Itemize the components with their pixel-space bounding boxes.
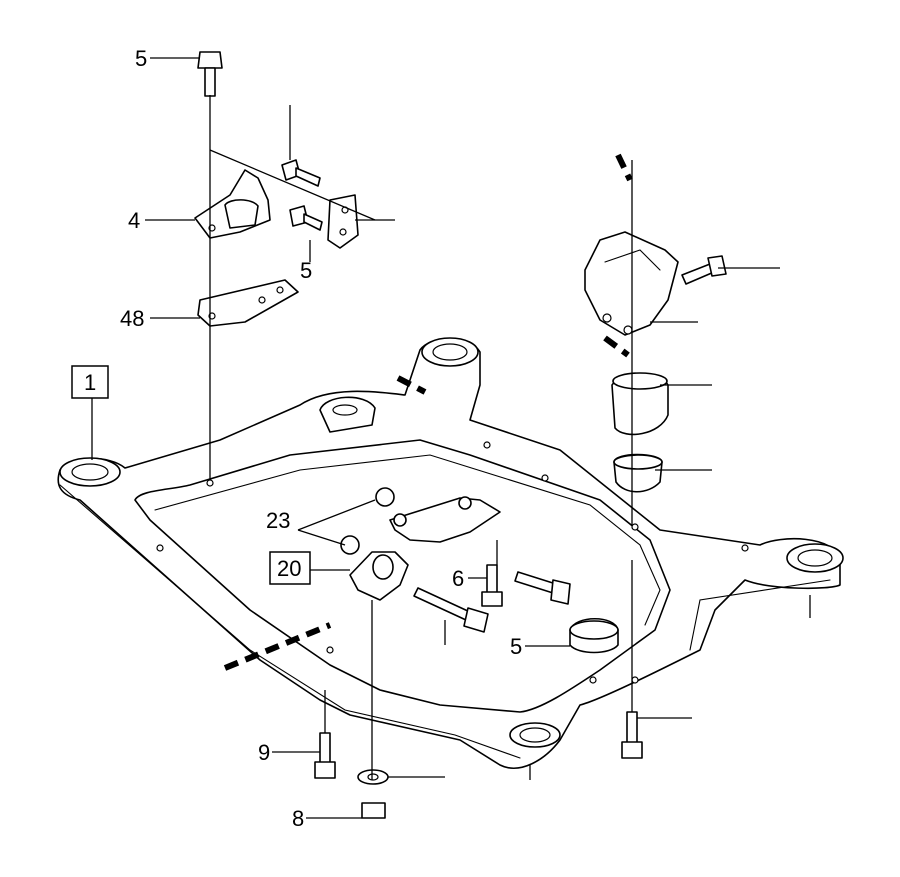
callout-torque-rod-bolt: 6 [452, 566, 464, 591]
callout-bolt-mid: 5 [300, 258, 312, 283]
engine-mount-right [584, 231, 727, 493]
callout-torque-rod-bracket: 20 [277, 556, 301, 581]
callout-subframe: 1 [84, 370, 96, 395]
torque-rod-bolts [413, 564, 571, 633]
callout-subframe-box: 1 [71, 365, 109, 399]
subframe [57, 337, 844, 769]
bolt-top [197, 51, 223, 97]
callout-torque-rod-box: 20 [269, 551, 311, 585]
torque-rod-assembly [340, 487, 501, 601]
callout-bump-stop: 5 [510, 634, 522, 659]
callout-lower-bolt: 9 [258, 740, 270, 765]
callout-bracket-plate: 48 [120, 306, 144, 331]
leader-lines [91, 57, 811, 819]
bump-stop [569, 618, 619, 654]
break-marks [223, 153, 633, 671]
mount-bolts [281, 159, 323, 231]
bracket-plate [197, 279, 299, 327]
callout-engine-mount-left: 4 [128, 208, 140, 233]
assembly-axes [209, 95, 633, 780]
callout-bolt-top: 5 [135, 46, 147, 71]
engine-mount-left [194, 169, 359, 249]
callout-bushing-washers: 23 [266, 508, 290, 533]
callout-lower-nut: 8 [292, 806, 304, 831]
